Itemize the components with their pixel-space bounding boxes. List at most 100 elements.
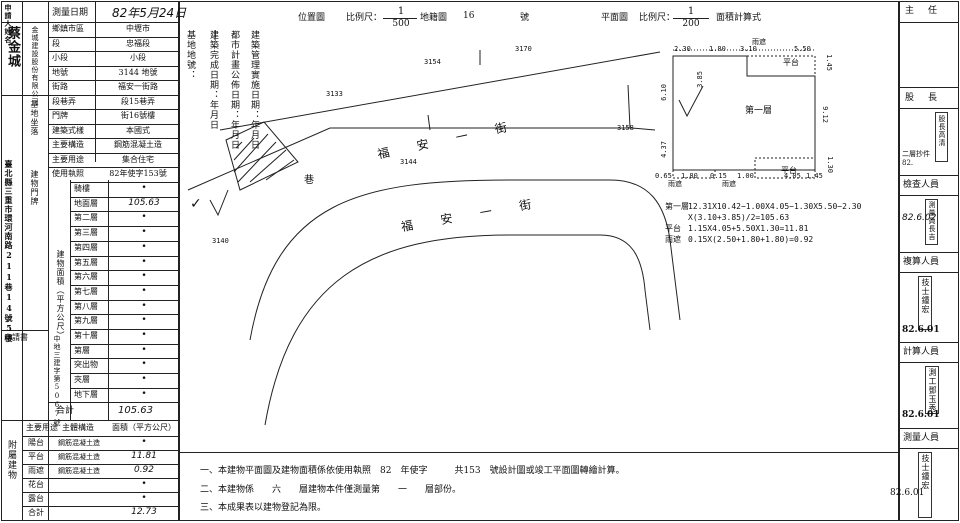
calc-first-label: 第一層 — [665, 202, 689, 211]
scale1-den: 500 — [392, 19, 410, 29]
property-row-label: 建築式樣 — [52, 125, 84, 135]
plan-dim-bottom-2: 0.15 — [710, 172, 727, 180]
calculator-label: 計算人員 — [903, 347, 940, 357]
property-row-label: 段巷弄 — [52, 96, 76, 106]
floor-value: • — [141, 183, 147, 193]
location-map — [187, 30, 681, 426]
base-label: 基地坐落 — [30, 100, 39, 136]
surveyor-stamp: 技士鍾宏 — [918, 452, 932, 518]
attached-area-header: 面積（平方公尺） — [112, 423, 176, 432]
calculator-date: 82.6.01 — [902, 410, 940, 420]
property-row-value: 小段 — [130, 53, 146, 62]
plan-dim-bottom-5: 1.45 — [806, 172, 823, 180]
note-2: 二、本建物係 六 層建物本件僅測量第 一 層部份。 — [200, 485, 462, 495]
floor-label: 第三層 — [74, 228, 98, 238]
attached-value: • — [141, 493, 147, 503]
floor-label: 第八層 — [74, 301, 98, 311]
floor-label: 第四層 — [74, 242, 98, 252]
applicant-label: 申請人姓名 — [4, 4, 13, 44]
hatched-parcel — [225, 121, 299, 191]
building-label: 建物門牌 — [30, 170, 39, 206]
calc-first-expr2: X(3.10+3.85)/2=105.63 — [688, 213, 790, 222]
note-1: 一、本建物平面圖及建物面積係依使用執照 82 年使字 共153 號設計圖或竣工平… — [200, 466, 625, 476]
attached-use: 平台 — [28, 452, 44, 461]
application-no: 中地三建字第5067號 — [53, 335, 61, 427]
floor-divider — [70, 299, 178, 301]
property-row-value: 本國式 — [126, 125, 150, 135]
floor-divider — [70, 343, 178, 345]
reviewer-label: 複算人員 — [903, 257, 940, 267]
floor-value: • — [141, 241, 147, 252]
property-row-value: 鋼筋混凝土造 — [114, 140, 162, 149]
chief-label: 股長 — [905, 93, 952, 103]
plan-dim-top-2: 3.10 — [740, 45, 757, 53]
plan-platform-top-label: 平台 — [783, 58, 799, 67]
floor-divider — [70, 329, 178, 330]
floor-label: 第十層 — [74, 331, 98, 340]
floor-value: • — [141, 330, 147, 340]
property-row-value: 3144 地號 — [118, 67, 158, 77]
floor-label: 夾層 — [74, 375, 90, 385]
floor-divider — [70, 358, 178, 360]
floor-value: 105.63 — [128, 197, 160, 208]
plan-dim-side-4: 1.30 — [825, 156, 834, 173]
property-row-label: 門牌 — [52, 111, 68, 120]
calc-platform-label: 平台 — [665, 224, 681, 233]
plan-outline — [672, 55, 816, 171]
floor-value: • — [141, 388, 147, 399]
floor-label: 地面層 — [74, 198, 98, 208]
parcel-3170: 3170 — [515, 45, 532, 53]
floor-label: 第層 — [74, 345, 90, 355]
attached-value: • — [141, 479, 147, 489]
plan-canopy-label: 雨遮 — [752, 38, 766, 46]
floor-label: 第二層 — [74, 213, 98, 223]
parcel-ticks — [214, 30, 631, 131]
floor-label: 騎樓 — [74, 184, 90, 193]
row-divider — [48, 109, 178, 110]
check-mark-left: ✓ — [190, 196, 202, 212]
floor-value: • — [141, 315, 147, 326]
attached-value: • — [141, 437, 147, 447]
plan-dim-bottom-1: 1.80 — [681, 172, 698, 180]
plan-dim-bottom-4: 4.05 — [784, 172, 801, 180]
row-divider — [48, 65, 178, 67]
row-divider — [48, 123, 178, 125]
survey-date-label: 測量日期 — [52, 8, 89, 18]
plan-dim-top-0: 2.30 — [674, 45, 691, 53]
row-divider — [48, 138, 178, 139]
parcel-3133: 3133 — [326, 90, 343, 98]
property-row-value: 福安一街路 — [118, 82, 158, 91]
plan-canopy-b1-label: 雨遮 — [668, 180, 682, 188]
applicant-address: 臺北縣三重市環河南路211巷14號5樓 — [4, 160, 14, 343]
property-row-value: 集合住宅 — [122, 154, 154, 164]
floor-divider — [70, 387, 178, 389]
parcel-3158: 3158 — [617, 124, 634, 132]
calculator-stamp: 測工鄧玉秀 — [925, 366, 939, 414]
plan-dim-side-2: 3.85 — [695, 71, 704, 88]
road-edge-top — [219, 51, 661, 131]
chief-stamp: 股長高清 — [935, 112, 948, 162]
floor-value: • — [141, 256, 147, 267]
attached-value: 11.81 — [131, 451, 157, 461]
plan-dim-top-4: 1.45 — [824, 54, 833, 71]
road-curve-outer — [249, 179, 681, 341]
attached-use: 陽台 — [28, 438, 44, 447]
surveyor-label: 測量人員 — [903, 433, 940, 443]
plan-first-floor-label: 第一層 — [745, 106, 773, 116]
plan-canopy-b2-label: 雨遮 — [722, 180, 736, 188]
attached-struct: 鋼筋混凝土造 — [58, 439, 100, 447]
floor-divider — [70, 211, 178, 213]
row-divider — [48, 36, 178, 38]
scale-label: 比例尺： — [346, 13, 383, 23]
attached-struct: 鋼筋混凝土造 — [58, 467, 100, 475]
floor-label: 突出物 — [74, 360, 98, 370]
floor-divider — [70, 226, 178, 228]
attached-use: 露台 — [28, 494, 44, 503]
map-label: 地籍圖 — [420, 13, 448, 23]
attached-divider — [22, 450, 178, 451]
total-value: 105.63 — [118, 405, 153, 416]
survey-date-value: 82年5月24日 — [112, 6, 187, 20]
property-row-label: 主要構造 — [52, 140, 84, 149]
attached-struct: 鋼筋混凝土造 — [58, 453, 100, 461]
